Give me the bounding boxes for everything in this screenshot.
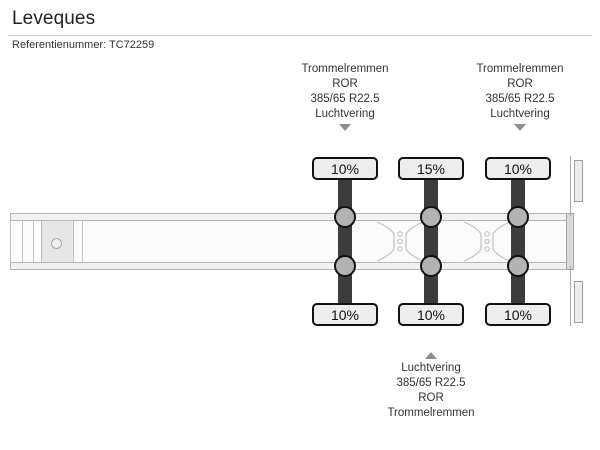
page-title: Leveques	[12, 8, 96, 29]
mudguard-bottom	[574, 281, 583, 323]
badge-stem-bottom-3	[513, 263, 522, 303]
wheel-1-bottom[interactable]	[334, 255, 356, 277]
front-frame-line-1	[22, 219, 23, 264]
suspension-bracket-2	[463, 221, 511, 262]
chassis-rail-bottom	[10, 262, 570, 270]
header-divider	[8, 35, 592, 36]
front-frame-line-2	[33, 219, 34, 264]
rear-post-top	[570, 156, 571, 216]
wheel-3-bottom[interactable]	[507, 255, 529, 277]
label-line-tyre-size: 385/65 R22.5	[396, 377, 466, 389]
label-line-suspension: Luchtvering	[401, 362, 461, 374]
label-line-brakes: Trommelremmen	[387, 407, 475, 419]
arrow-down-icon	[514, 124, 526, 131]
mudguard-top	[574, 160, 583, 202]
suspension-bracket-1	[376, 221, 424, 262]
kingpin-hole-icon	[51, 238, 62, 249]
badge-stem-bottom-2	[426, 263, 435, 303]
front-frame-line-3	[82, 219, 83, 264]
status-badge-top-3[interactable]: 10%	[485, 157, 551, 180]
label-line-brand: ROR	[332, 78, 358, 90]
status-badge-bottom-2[interactable]: 10%	[398, 303, 464, 326]
rear-beam	[566, 213, 574, 270]
label-line-tyre-size: 385/65 R22.5	[485, 93, 555, 105]
label-line-suspension: Luchtvering	[490, 108, 550, 120]
label-line-brand: ROR	[418, 392, 444, 404]
status-badge-top-1[interactable]: 10%	[312, 157, 378, 180]
wheel-1-top[interactable]	[334, 206, 356, 228]
arrow-up-icon	[425, 352, 437, 359]
label-line-brakes: Trommelremmen	[476, 63, 564, 75]
badge-stem-bottom-1	[340, 263, 349, 303]
label-line-brand: ROR	[507, 78, 533, 90]
status-badge-bottom-1[interactable]: 10%	[312, 303, 378, 326]
axle-label-top-left: Trommelremmen ROR 385/65 R22.5 Luchtveri…	[270, 62, 420, 131]
rear-post-bottom	[570, 266, 571, 326]
reference-number: Referentienummer: TC72259	[12, 39, 155, 51]
chassis-rail-top	[10, 213, 570, 221]
wheel-3-top[interactable]	[507, 206, 529, 228]
label-line-suspension: Luchtvering	[315, 108, 375, 120]
axle-label-bottom: Luchtvering 385/65 R22.5 ROR Trommelremm…	[356, 352, 506, 421]
axle-label-top-right: Trommelremmen ROR 385/65 R22.5 Luchtveri…	[445, 62, 595, 131]
arrow-down-icon	[339, 124, 351, 131]
label-line-tyre-size: 385/65 R22.5	[310, 93, 380, 105]
status-badge-top-2[interactable]: 15%	[398, 157, 464, 180]
wheel-2-bottom[interactable]	[420, 255, 442, 277]
status-badge-bottom-3[interactable]: 10%	[485, 303, 551, 326]
label-line-brakes: Trommelremmen	[301, 63, 389, 75]
wheel-2-top[interactable]	[420, 206, 442, 228]
